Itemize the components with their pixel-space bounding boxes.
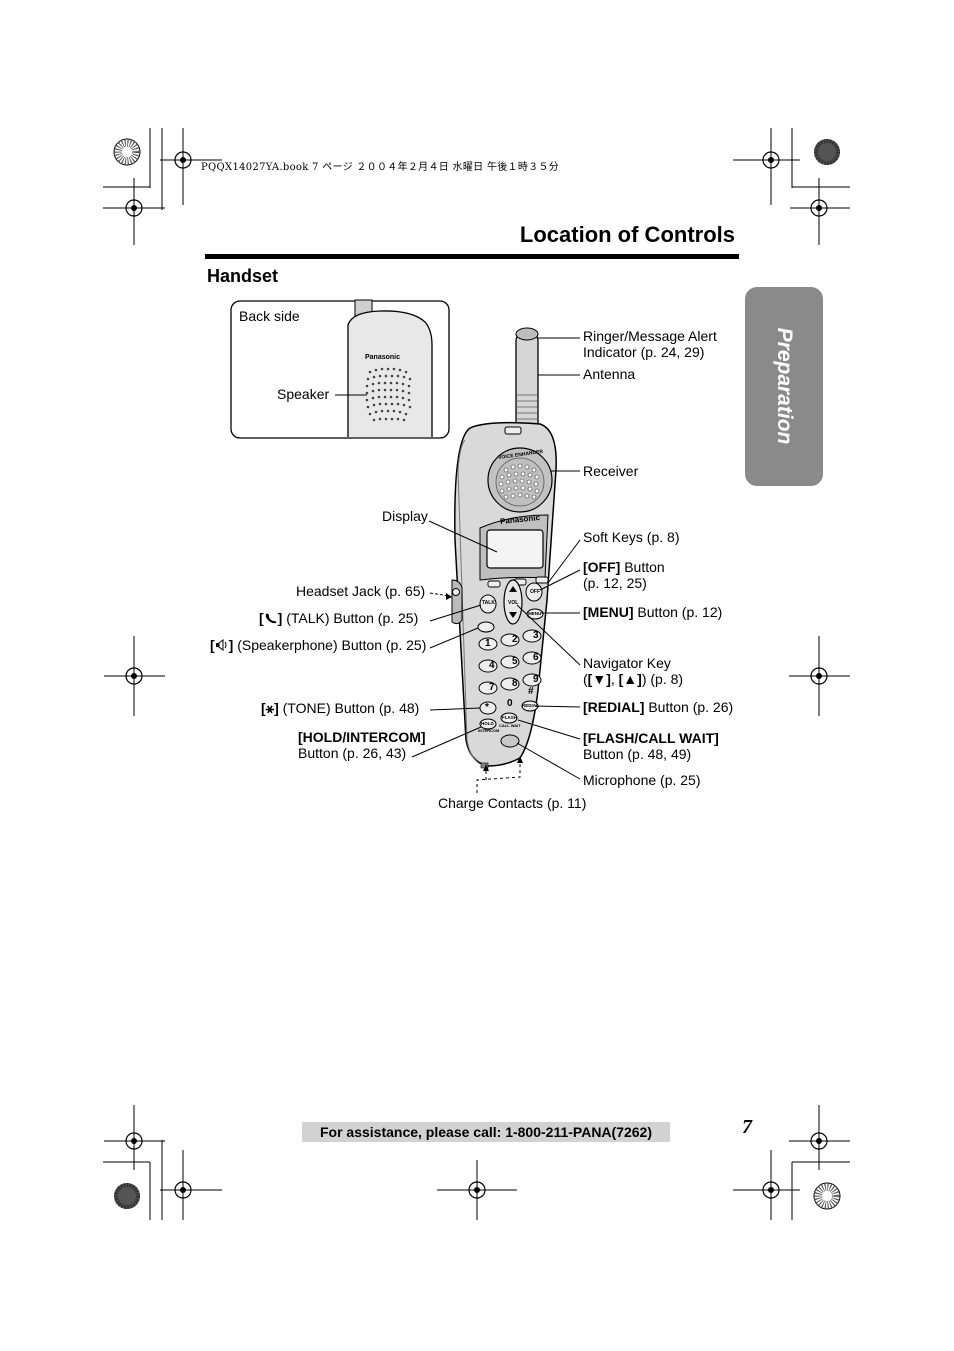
microphone-label: Microphone (p. 25) — [583, 772, 701, 788]
hold-key-label: HOLD — [481, 721, 494, 726]
receiver-label: Receiver — [583, 463, 639, 479]
display — [486, 529, 544, 569]
call-wait-key-label: CALL WAIT — [499, 723, 521, 728]
keypad-key: * — [485, 702, 489, 713]
page-number: 7 — [742, 1116, 752, 1138]
talk-key-label: TALK — [482, 600, 495, 606]
redial-key-label: REDIAL — [522, 703, 539, 708]
keypad-key: 3 — [533, 630, 539, 641]
tone-icon: ⚹ — [265, 700, 275, 716]
keypad-key: 9 — [533, 674, 539, 685]
keypad-key: 7 — [489, 682, 495, 693]
headset-jack-label: Headset Jack (p. 65) — [296, 583, 426, 599]
back-handset — [347, 299, 433, 437]
keypad-key: 5 — [512, 656, 518, 667]
side-tab — [745, 287, 823, 486]
navigator-key — [503, 579, 523, 625]
speakerphone-button-label: [] (Speakerphone) Button (p. 25) — [210, 637, 427, 653]
assistance-footer: For assistance, please call: 1-800-211-P… — [319, 1124, 653, 1140]
keypad-key: 6 — [533, 652, 539, 663]
keypad-key: 0 — [507, 698, 513, 709]
menu-key-label: MENU — [528, 611, 542, 616]
back-side-label: Back side — [239, 308, 300, 324]
flash-key-label: FLASH — [502, 715, 517, 720]
display-label: Display — [382, 508, 428, 524]
keypad-key: 2 — [512, 634, 518, 645]
print-header: PQQX14027YA.book 7 ページ ２００４年２月４日 水曜日 午後１… — [201, 162, 560, 173]
antenna — [515, 331, 539, 433]
keypad-key: 4 — [489, 660, 495, 671]
menu-button-label: [MENU] Button (p. 12) — [583, 604, 723, 620]
title-rule — [205, 254, 739, 259]
speaker-label: Speaker — [277, 386, 330, 402]
keypad-key: # — [528, 686, 534, 697]
keypad-key: 1 — [485, 638, 491, 649]
footer-bar — [302, 1122, 670, 1142]
charge-contacts-label: Charge Contacts (p. 11) — [438, 795, 587, 811]
section-title: Handset — [207, 266, 279, 286]
antenna-label: Antenna — [583, 366, 636, 382]
off-button-label: [OFF] Button (p. 12, 25) — [583, 559, 665, 591]
page-title: Location of Controls — [519, 222, 735, 247]
hold-intercom-label: [HOLD/INTERCOM] Button (p. 26, 43) — [298, 729, 426, 761]
soft-keys-label: Soft Keys (p. 8) — [583, 529, 680, 545]
talk-phone-icon — [264, 611, 278, 624]
vol-key-label: VOL — [508, 600, 519, 606]
keypad-key: 8 — [512, 678, 518, 689]
speakerphone-icon — [215, 638, 229, 651]
talk-button-label: [] (TALK) Button (p. 25) — [259, 610, 419, 626]
tone-button-label: [⚹] (TONE) Button (p. 48) — [261, 700, 420, 716]
intercom-key-label: INTERCOM — [478, 728, 500, 733]
off-key-label: OFF — [530, 589, 540, 595]
navigator-key-label: Navigator Key ([▼], [▲]) (p. 8) — [583, 655, 684, 687]
redial-button-label: [REDIAL] Button (p. 26) — [583, 699, 734, 715]
ringer-indicator-label: Ringer/Message Alert Indicator (p. 24, 2… — [583, 328, 717, 360]
brand-back: Panasonic — [365, 354, 401, 361]
flash-call-wait-label: [FLASH/CALL WAIT] Button (p. 48, 49) — [583, 730, 719, 762]
